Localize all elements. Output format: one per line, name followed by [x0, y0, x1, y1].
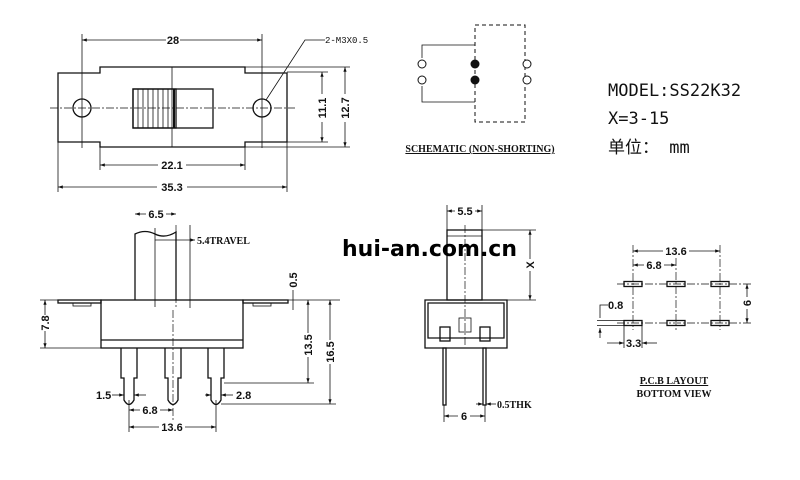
dim-actuator-width: 5.5	[457, 206, 472, 218]
dim-travel: 5.4TRAVEL	[197, 236, 250, 247]
pcb-title: P.C.B LAYOUT	[640, 376, 709, 387]
dim-pin-dia: 1.5	[96, 390, 111, 402]
model-name: MODEL:SS22K32	[608, 81, 741, 101]
hole-callout: 2-M3X0.5	[325, 36, 368, 46]
dim-outer-height: 12.7	[340, 97, 352, 118]
switch-body	[424, 299, 508, 349]
pads	[623, 280, 730, 327]
front-view: 5.5 X 0.5THK 6	[424, 204, 537, 423]
dim-overall-length: 35.3	[161, 182, 182, 194]
dim-pin-height: 13.5	[303, 334, 315, 355]
dim-hole-spacing: 28	[167, 35, 179, 47]
dim-slot-width: 0.8	[608, 300, 623, 312]
dim-thickness: 0.5THK	[497, 400, 532, 411]
dim-slot-length: 3.3	[626, 338, 641, 350]
watermark: hui-an.com.cn	[342, 237, 517, 262]
dim-actuator-height: X	[525, 261, 537, 269]
contact-closed	[470, 59, 480, 69]
dim-pin-pitch: 6.8	[142, 405, 157, 417]
dim-pad-pitch: 6.8	[646, 260, 661, 272]
dim-pin-tip: 2.8	[236, 390, 251, 402]
dim-pad-span: 13.6	[665, 246, 686, 258]
pins	[120, 348, 225, 406]
pcb-subtitle: BOTTOM VIEW	[637, 389, 712, 400]
schematic: SCHEMATIC (NON-SHORTING)	[405, 24, 555, 155]
dim-inner-height: 11.1	[317, 98, 329, 119]
dim-total-height: 16.5	[325, 341, 337, 362]
dim-plate-thk: 0.5	[288, 272, 300, 287]
dim-body-height: 7.8	[40, 315, 52, 330]
contact-closed	[470, 75, 480, 85]
dim-actuator-width: 6.5	[148, 209, 163, 221]
dim-pin-span: 13.6	[161, 422, 182, 434]
schematic-label: SCHEMATIC (NON-SHORTING)	[405, 144, 554, 155]
pcb-layout: 13.6 6.8 6 0.8 3.3 P.C.B LAYOUT BOTTOM V…	[597, 244, 754, 400]
dim-pin-spacing: 6	[461, 411, 467, 423]
pin	[442, 347, 447, 406]
dim-row-spacing: 6	[742, 300, 754, 306]
switch-body	[100, 299, 244, 349]
x-range: X=3-15	[608, 109, 669, 129]
pin	[482, 347, 487, 406]
actuator	[134, 230, 177, 300]
unit-label: 单位： mm	[608, 138, 690, 158]
slider-knob	[132, 88, 177, 129]
dim-body-length: 22.1	[161, 160, 182, 172]
top-view: 28 2-M3X0.5 22.1 35.3 11.1 12.7	[50, 33, 368, 194]
side-view: 6.5 5.4TRAVEL 0.5 7.8 13.5 16.5 1.5 2.8 …	[39, 207, 340, 434]
